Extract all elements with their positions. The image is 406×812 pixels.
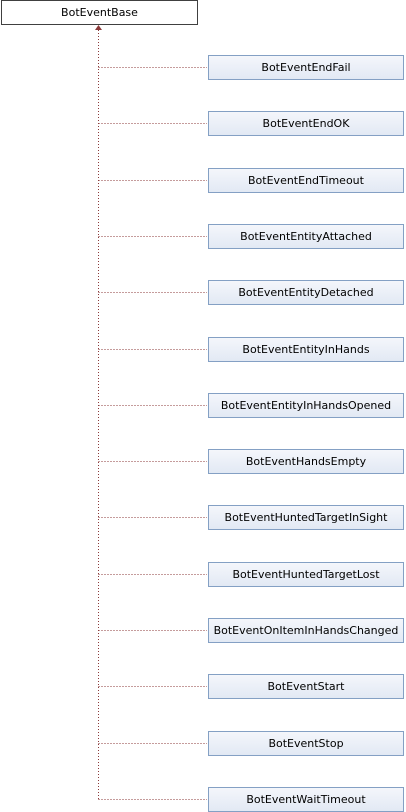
derived-class-label: BotEventHuntedTargetInSight — [224, 511, 388, 524]
derived-class-node[interactable]: BotEventEntityAttached — [208, 224, 404, 249]
derived-class-label: BotEventEndFail — [261, 61, 351, 74]
derived-class-node[interactable]: BotEventEndFail — [208, 55, 404, 80]
derived-class-node[interactable]: BotEventEndOK — [208, 111, 404, 136]
derived-class-label: BotEventWaitTimeout — [246, 793, 366, 806]
derived-class-label: BotEventEndTimeout — [248, 174, 364, 187]
derived-class-label: BotEventHandsEmpty — [245, 455, 367, 468]
derived-class-node[interactable]: BotEventOnItemInHandsChanged — [208, 618, 404, 643]
derived-class-label: BotEventEntityInHandsOpened — [220, 399, 392, 412]
derived-class-node[interactable]: BotEventWaitTimeout — [208, 787, 404, 812]
derived-class-node[interactable]: BotEventEntityInHands — [208, 337, 404, 362]
base-class-node[interactable]: BotEventBase — [1, 0, 198, 25]
derived-class-label: BotEventEntityAttached — [240, 230, 372, 243]
derived-class-node[interactable]: BotEventStop — [208, 731, 404, 756]
derived-class-node[interactable]: BotEventHandsEmpty — [208, 449, 404, 474]
derived-class-label: BotEventOnItemInHandsChanged — [213, 624, 399, 637]
derived-class-node[interactable]: BotEventEndTimeout — [208, 168, 404, 193]
derived-class-node[interactable]: BotEventHuntedTargetLost — [208, 562, 404, 587]
derived-class-label: BotEventEntityDetached — [238, 286, 374, 299]
inheritance-arrowhead-icon — [95, 25, 102, 30]
derived-class-label: BotEventStop — [268, 737, 344, 750]
derived-class-label: BotEventStart — [267, 680, 345, 693]
derived-class-node[interactable]: BotEventStart — [208, 674, 404, 699]
derived-class-label: BotEventHuntedTargetLost — [232, 568, 380, 581]
derived-class-node[interactable]: BotEventEntityDetached — [208, 280, 404, 305]
derived-class-node[interactable]: BotEventEntityInHandsOpened — [208, 393, 404, 418]
derived-class-label: BotEventEntityInHands — [242, 343, 370, 356]
derived-class-node[interactable]: BotEventHuntedTargetInSight — [208, 505, 404, 530]
derived-class-label: BotEventEndOK — [262, 117, 350, 130]
base-class-label: BotEventBase — [61, 6, 138, 19]
